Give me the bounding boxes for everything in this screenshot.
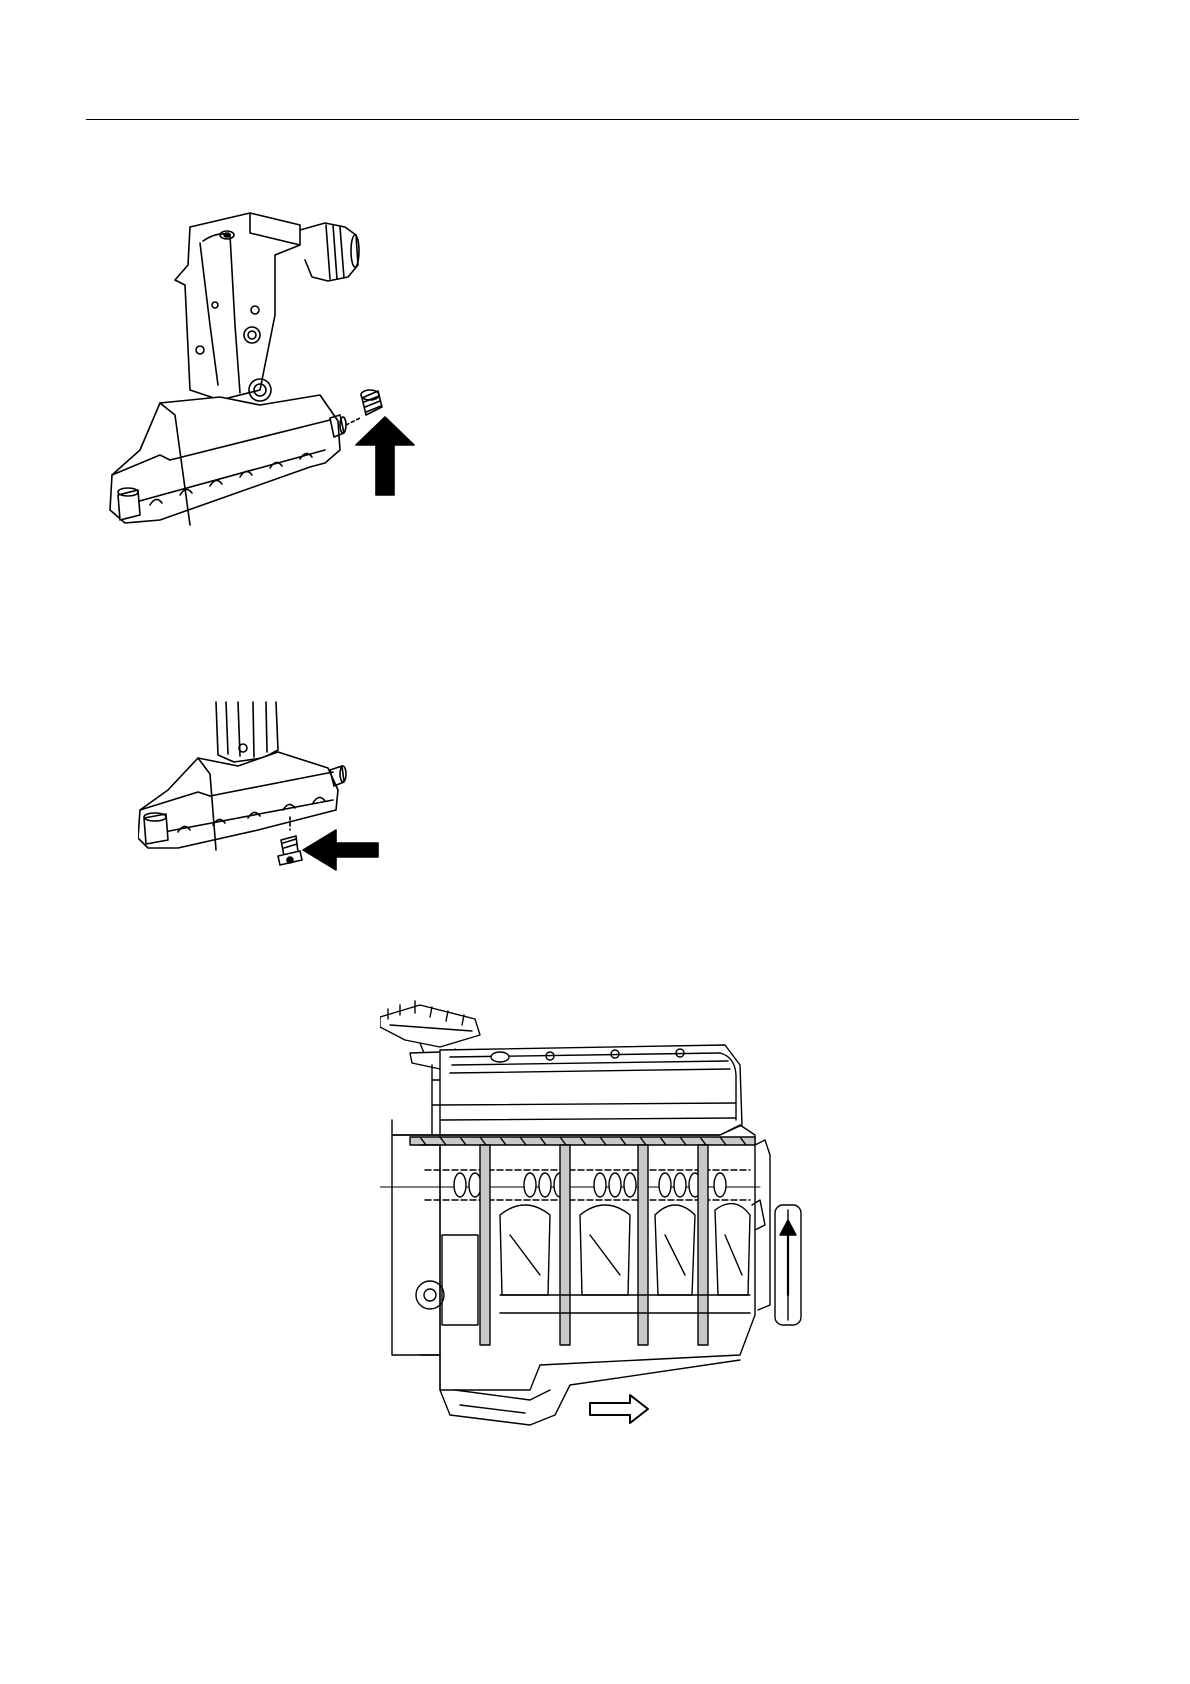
exhaust-manifold-drain-plug-removal-illustration [100, 205, 430, 565]
exhaust-manifold-drain-plug-bottom-illustration [138, 700, 420, 890]
header-rule [86, 119, 1079, 120]
engine-block-figure [380, 995, 850, 1445]
engine-block-cutaway-illustration [380, 995, 850, 1445]
manifold-bottom-figure [138, 700, 420, 890]
exhaust-manifold-figure [100, 205, 430, 565]
